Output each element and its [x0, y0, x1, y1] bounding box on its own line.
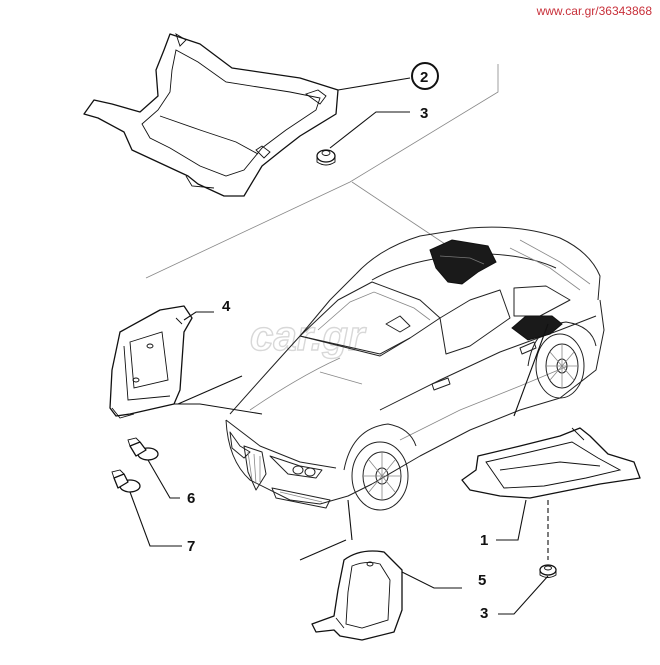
- leader-lines: [129, 77, 549, 615]
- callout-4: 4: [222, 298, 231, 315]
- part-3-nut-bottom: [539, 564, 557, 578]
- part-2-underbody-shield: [83, 32, 339, 197]
- ref-line-top-a: [351, 181, 449, 247]
- callout-5: 5: [478, 572, 486, 589]
- part-6-clip: [127, 437, 159, 461]
- callout-3-bottom: 3: [480, 605, 488, 622]
- ref-line-top-b: [145, 64, 499, 279]
- car-illustration: [225, 226, 605, 511]
- callout-3-top: 3: [420, 105, 428, 122]
- part-4-arch-shield: [109, 305, 193, 419]
- part-1-side-shield: [461, 427, 641, 499]
- callout-1: 1: [480, 532, 488, 549]
- callout-6: 6: [187, 490, 195, 507]
- part-1-location-highlight: [511, 315, 563, 341]
- part-5-splash-guard: [311, 550, 403, 641]
- logo-watermark: car.gr: [250, 312, 367, 359]
- part-7-screw: [111, 469, 141, 493]
- watermark-text: www.car.gr/36343868: [536, 4, 652, 18]
- part-3-nut-top: [316, 149, 336, 166]
- callout-7: 7: [187, 538, 195, 555]
- part-2-location-highlight: [429, 239, 497, 285]
- callout-labels: 2 3 4 6 7 1 5 3: [187, 62, 488, 622]
- callout-2-circle: [411, 62, 439, 90]
- callout-2: 2: [420, 69, 428, 86]
